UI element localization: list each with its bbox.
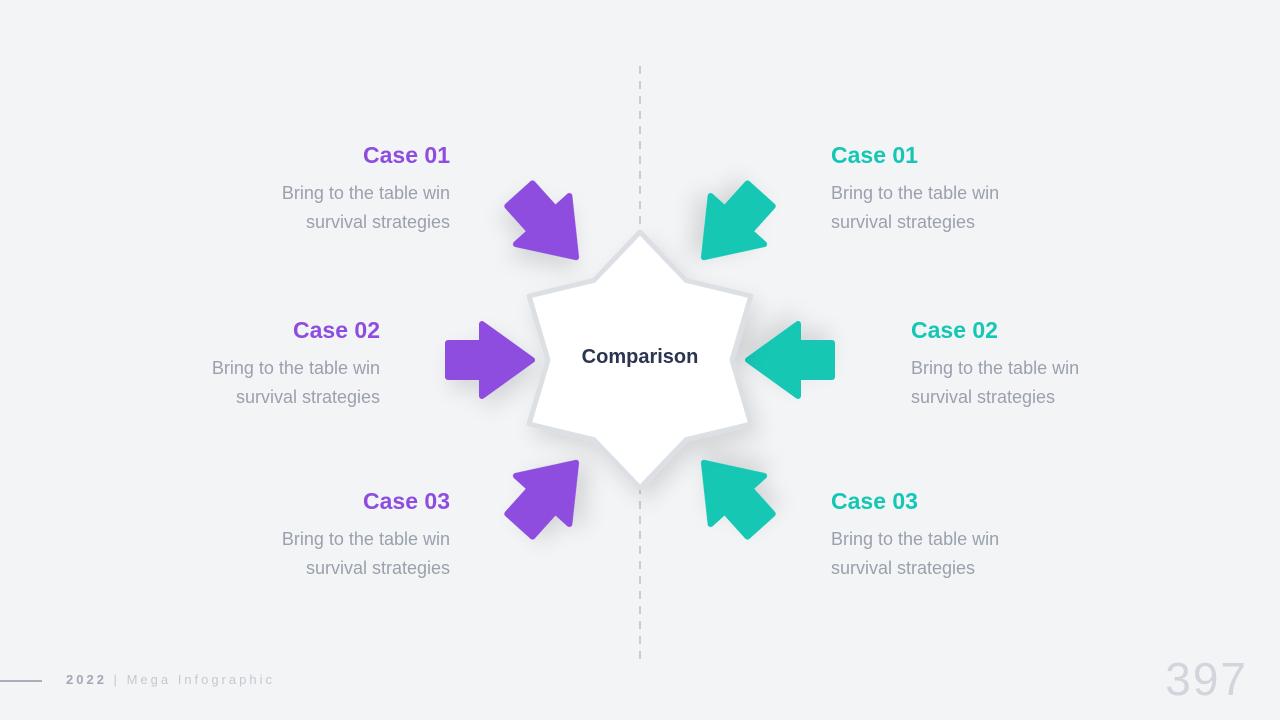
right-case-1: Case 01 Bring to the table win survival st… — [831, 142, 1131, 237]
case-desc: Bring to the table win — [831, 183, 1000, 203]
case-title: Case 02 — [911, 317, 998, 343]
case-title: Case 02 — [293, 317, 380, 343]
case-title: Case 03 — [363, 488, 450, 514]
right-case-2: Case 02 Bring to the table win survival st… — [911, 317, 1211, 412]
right-case-3: Case 03 Bring to the table win survival st… — [831, 488, 1131, 583]
case-desc: Bring to the table win — [281, 183, 450, 203]
arrow-bottom-left-icon — [504, 459, 580, 540]
footer-year: 2022 — [66, 672, 107, 687]
case-desc: Bring to the table win — [831, 529, 1000, 549]
case-title: Case 01 — [831, 142, 918, 168]
page-number: 397 — [1165, 653, 1248, 705]
left-case-3: Case 03 Bring to the table win survival st… — [150, 488, 450, 583]
footer-title: Mega Infographic — [126, 672, 276, 687]
center-label: Comparison — [581, 346, 699, 368]
case-desc: survival strategies — [831, 558, 976, 578]
case-desc: Bring to the table win — [211, 358, 380, 378]
footer-separator: | — [113, 672, 120, 687]
left-case-2: Case 02 Bring to the table win survival st… — [80, 317, 380, 412]
arrow-middle-right-icon — [745, 321, 835, 399]
arrow-bottom-right-icon — [700, 459, 776, 540]
left-case-1: Case 01 Bring to the table win survival st… — [150, 142, 450, 237]
case-desc: survival strategies — [305, 558, 450, 578]
case-title: Case 03 — [831, 488, 918, 514]
case-desc: survival strategies — [235, 387, 380, 407]
case-desc: Bring to the table win — [911, 358, 1080, 378]
case-desc: survival strategies — [911, 387, 1056, 407]
footer-line — [0, 680, 42, 682]
center-star — [526, 229, 754, 491]
arrow-middle-left-icon — [445, 321, 535, 399]
case-title: Case 01 — [363, 142, 450, 168]
arrow-top-left-icon — [504, 180, 580, 261]
arrow-top-right-icon — [700, 180, 776, 261]
case-desc: survival strategies — [305, 212, 450, 232]
case-desc: Bring to the table win — [281, 529, 450, 549]
footer: 2022 | Mega Infographic — [66, 672, 275, 687]
case-desc: survival strategies — [831, 212, 976, 232]
